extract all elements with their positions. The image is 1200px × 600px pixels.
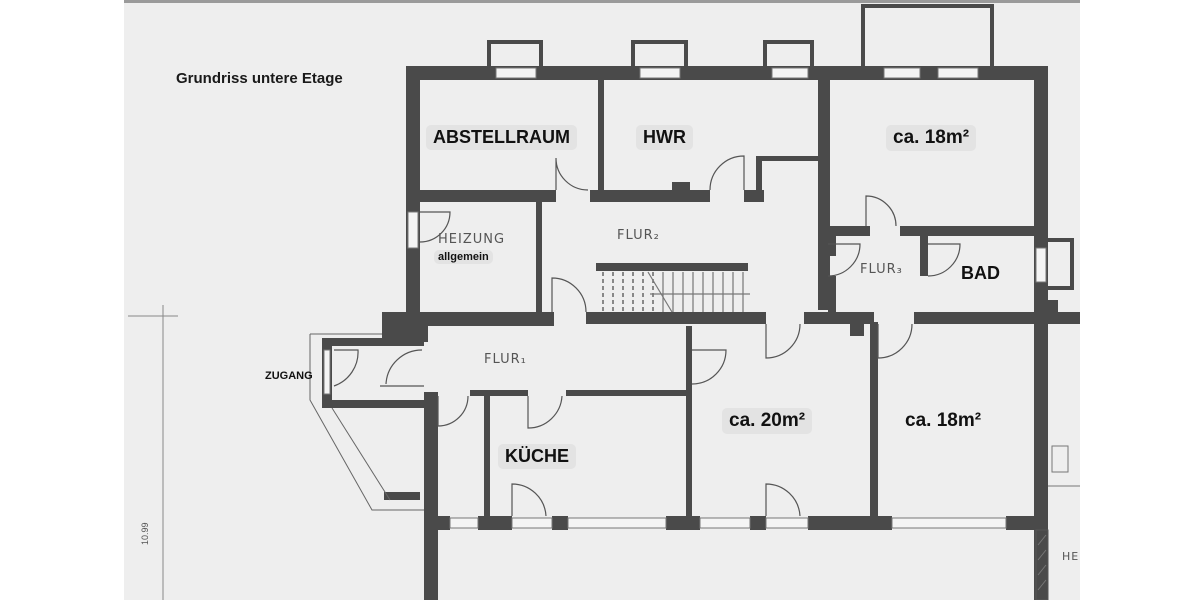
room-label-abstellraum: ABSTELLRAUM — [426, 125, 577, 150]
room-sublabel-allgemein: allgemein — [434, 250, 493, 264]
dimension-label: 10.99 — [140, 522, 150, 545]
room-label-bad: BAD — [961, 263, 1000, 283]
room-label-heizung: HEIZUNG — [438, 232, 506, 247]
room-label-kueche: KÜCHE — [498, 444, 577, 469]
room-label-hwr: HWR — [636, 125, 693, 150]
room-label-20m2: ca. 20m² — [722, 408, 813, 434]
entrance-label: ZUGANG — [265, 370, 313, 382]
room-label-18m2-top: ca. 18m² — [886, 125, 977, 151]
room-label-flur3: FLUR₃ — [860, 262, 903, 277]
plan-title: Grundriss untere Etage — [176, 70, 343, 87]
room-label-flur2: FLUR₂ — [617, 228, 660, 243]
room-label-18m2-bottom: ca. 18m² — [905, 410, 982, 431]
room-label-flur1: FLUR₁ — [484, 352, 527, 367]
edge-text: HE — [1062, 550, 1080, 563]
